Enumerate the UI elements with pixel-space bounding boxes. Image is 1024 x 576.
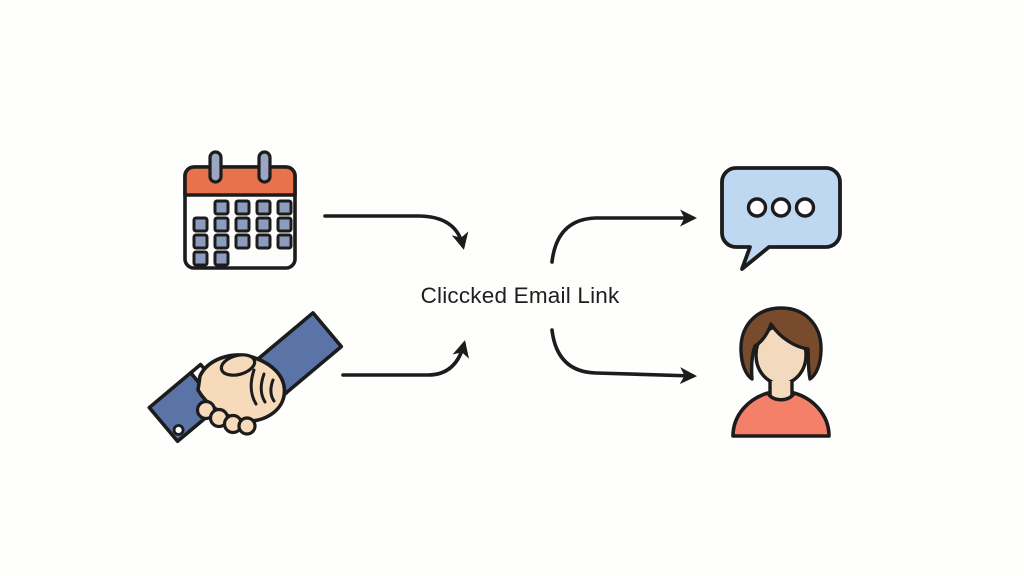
calendar-header-bar (183, 165, 297, 197)
calendar-binder-rings (208, 150, 272, 184)
speech-bubble-icon (720, 166, 842, 271)
handshake-icon (147, 311, 344, 444)
sleeve-button (172, 424, 185, 436)
person-icon (731, 306, 831, 438)
handshake-hands (195, 353, 287, 436)
thumb (219, 353, 257, 377)
person-shirt (731, 391, 831, 438)
arrow-center-to-bubble (550, 209, 697, 264)
center-label: Cliccked Email Link (420, 283, 620, 308)
bubble-body (720, 166, 842, 271)
calendar-icon (183, 150, 297, 270)
arrow-calendar-to-center (323, 214, 469, 250)
finger-lines (249, 368, 276, 406)
calendar-day-grid (192, 199, 293, 267)
person-hair (739, 306, 823, 381)
bubble-dots (746, 197, 816, 218)
arrow-center-to-person (550, 328, 697, 385)
arrow-handshake-to-center (341, 340, 469, 377)
person-neck (770, 381, 792, 398)
